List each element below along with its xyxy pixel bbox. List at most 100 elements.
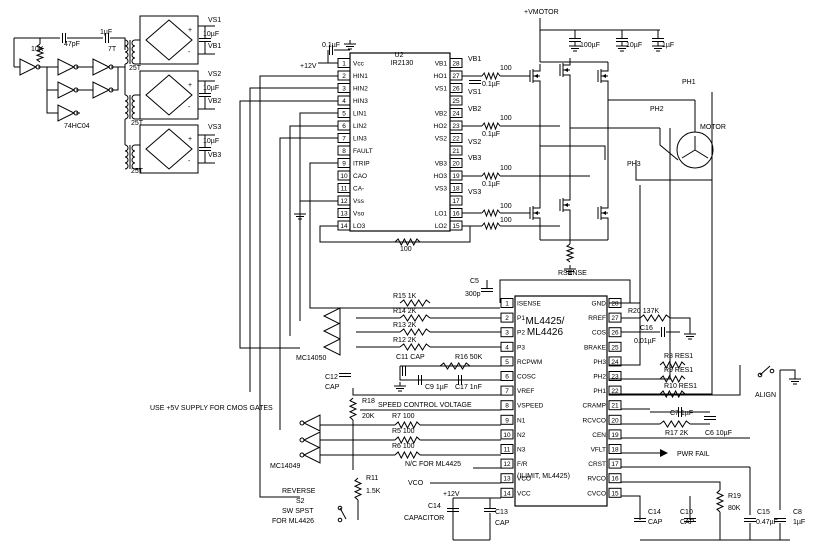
svg-text:8: 8 bbox=[342, 148, 346, 155]
ml-pin-14: 14 bbox=[500, 487, 514, 498]
resistor-100 bbox=[481, 171, 501, 181]
ml-pin-name: RCVCO bbox=[583, 417, 606, 424]
ilimit-label: (ILIMIT, ML4425) bbox=[517, 473, 570, 480]
r11-label: R11 bbox=[366, 475, 378, 482]
svg-text:9: 9 bbox=[342, 161, 346, 168]
ph1-label: PH1 bbox=[682, 79, 696, 86]
capacitor-c10 bbox=[684, 518, 696, 522]
ir2130-pin-20: 20 bbox=[449, 158, 463, 168]
ir2130-pin-6: 6 bbox=[337, 120, 351, 131]
ground-symbol bbox=[394, 382, 406, 392]
pwr-fail-label: PWR FAIL bbox=[677, 451, 710, 458]
ir2130-pin-name: HO1 bbox=[434, 73, 448, 80]
ir2130-pin-10: 10 bbox=[337, 170, 351, 181]
ml-pin-name: PH3 bbox=[593, 359, 606, 366]
c01u-label: 0.1µF bbox=[322, 42, 340, 49]
ground-symbol bbox=[616, 42, 628, 52]
svg-text:28: 28 bbox=[452, 61, 460, 68]
ml-pin-name: ISENSE bbox=[517, 301, 542, 308]
resistor-100 bbox=[481, 71, 501, 81]
ml-pin-name: BRAKE bbox=[584, 344, 607, 351]
svg-text:22: 22 bbox=[452, 136, 460, 143]
c14-value: CAPACITOR bbox=[404, 515, 444, 522]
ir2130-pin-13: 13 bbox=[337, 208, 351, 218]
ir2130-pin-21: 21 bbox=[449, 145, 463, 156]
ml-part-2: ML4426 bbox=[527, 327, 564, 338]
svg-text:28: 28 bbox=[611, 301, 619, 308]
ir2130-pin-27: 27 bbox=[449, 70, 463, 81]
r100-label: 100 bbox=[400, 246, 412, 253]
speed-control-label: SPEED CONTROL VOLTAGE bbox=[378, 402, 472, 409]
ir2130-pin-16: 16 bbox=[449, 208, 463, 218]
ml-pin-23: 23 bbox=[608, 371, 622, 381]
ir2130-pin-2: 2 bbox=[337, 70, 351, 81]
svg-text:15: 15 bbox=[452, 223, 460, 230]
c12-label: C12 bbox=[325, 374, 338, 381]
ir2130-pin-7: 7 bbox=[337, 133, 351, 143]
ml-pin-19: 19 bbox=[608, 429, 622, 440]
capacitor-c14 bbox=[447, 508, 459, 512]
svg-text:26: 26 bbox=[611, 330, 619, 337]
svg-text:1: 1 bbox=[342, 61, 346, 68]
mc14050-buffer bbox=[322, 322, 341, 340]
ground-symbol bbox=[569, 42, 581, 52]
c01-label: 0.1µF bbox=[482, 81, 500, 88]
capacitor-c6 bbox=[704, 416, 716, 420]
mc14050-label: MC14050 bbox=[296, 355, 326, 362]
ml-pin-16: 16 bbox=[608, 473, 622, 484]
c6-label: C6 10µF bbox=[705, 430, 732, 437]
capacitor-c17 bbox=[458, 375, 462, 385]
t25-label: 25T bbox=[129, 65, 142, 72]
ml-pin-name: RREF bbox=[588, 315, 606, 322]
c01-label: 0.1µF bbox=[482, 181, 500, 188]
ml-pin-5: 5 bbox=[500, 356, 514, 367]
ml-pin-name: COS bbox=[592, 330, 607, 337]
c15-label: C15 bbox=[757, 509, 770, 516]
svg-text:18: 18 bbox=[611, 447, 619, 454]
c7-label: C7 1µF bbox=[670, 410, 693, 417]
svg-text:19: 19 bbox=[611, 432, 619, 439]
ml-pin-name: PH2 bbox=[593, 374, 606, 381]
inverter-gate bbox=[57, 104, 79, 122]
capacitor-c15 bbox=[744, 518, 756, 522]
capacitor-c11 bbox=[402, 366, 406, 376]
r10-label: R10 RES1 bbox=[664, 383, 697, 390]
ml-pin-9: 9 bbox=[500, 414, 514, 425]
ml-pin-name: CEN bbox=[592, 432, 606, 439]
ml-pin-1: 1 bbox=[500, 298, 514, 308]
svg-text:23: 23 bbox=[452, 123, 460, 130]
svg-text:15: 15 bbox=[611, 490, 619, 497]
labels: U2IR2130VccHIN1HIN2HIN3LIN1LIN2LIN3FAULT… bbox=[31, 9, 805, 527]
cmos-note: USE +5V SUPPLY FOR CMOS GATES bbox=[150, 405, 273, 412]
ir2130-pin-8: 8 bbox=[337, 145, 351, 156]
parts: 1234567891011121314282726252423222120191… bbox=[19, 15, 801, 523]
ir2130-pin-name: VS1 bbox=[435, 86, 448, 93]
r100-label: 100 bbox=[500, 165, 512, 172]
svg-text:2: 2 bbox=[505, 315, 509, 322]
capacitor-10uf bbox=[616, 38, 628, 42]
inverter-gate bbox=[57, 81, 79, 99]
r100-label: 100 bbox=[500, 203, 512, 210]
bridge-rectifier: +- bbox=[139, 15, 206, 65]
capacitor-c7 bbox=[678, 407, 682, 417]
capacitor-c16 bbox=[661, 327, 665, 337]
vs3-pin-label: VS3 bbox=[468, 189, 481, 196]
vs3-label: VS3 bbox=[208, 124, 221, 131]
ir2130-pin-name: VB1 bbox=[435, 61, 448, 68]
ir2130-pin-19: 19 bbox=[449, 170, 463, 181]
r18-label: R18 bbox=[362, 398, 375, 405]
u2-ref: U2 bbox=[395, 52, 404, 59]
ir2130-pin-name: LO1 bbox=[435, 211, 448, 218]
capacitor-47pf bbox=[62, 33, 66, 43]
ph3-label: PH3 bbox=[627, 161, 641, 168]
c14-label: C14 bbox=[428, 503, 441, 510]
mosfet-low-3 bbox=[597, 201, 609, 225]
r19-label: R19 bbox=[728, 493, 741, 500]
capacitor-c5 bbox=[481, 288, 493, 292]
mc14049-inverter bbox=[299, 414, 321, 432]
ir2130-pin-5: 5 bbox=[337, 108, 351, 118]
mc14049-inverter bbox=[299, 431, 321, 449]
ml-pin-4: 4 bbox=[500, 341, 514, 352]
ir2130-pin-15: 15 bbox=[449, 220, 463, 231]
vb3-label: VB3 bbox=[208, 152, 221, 159]
